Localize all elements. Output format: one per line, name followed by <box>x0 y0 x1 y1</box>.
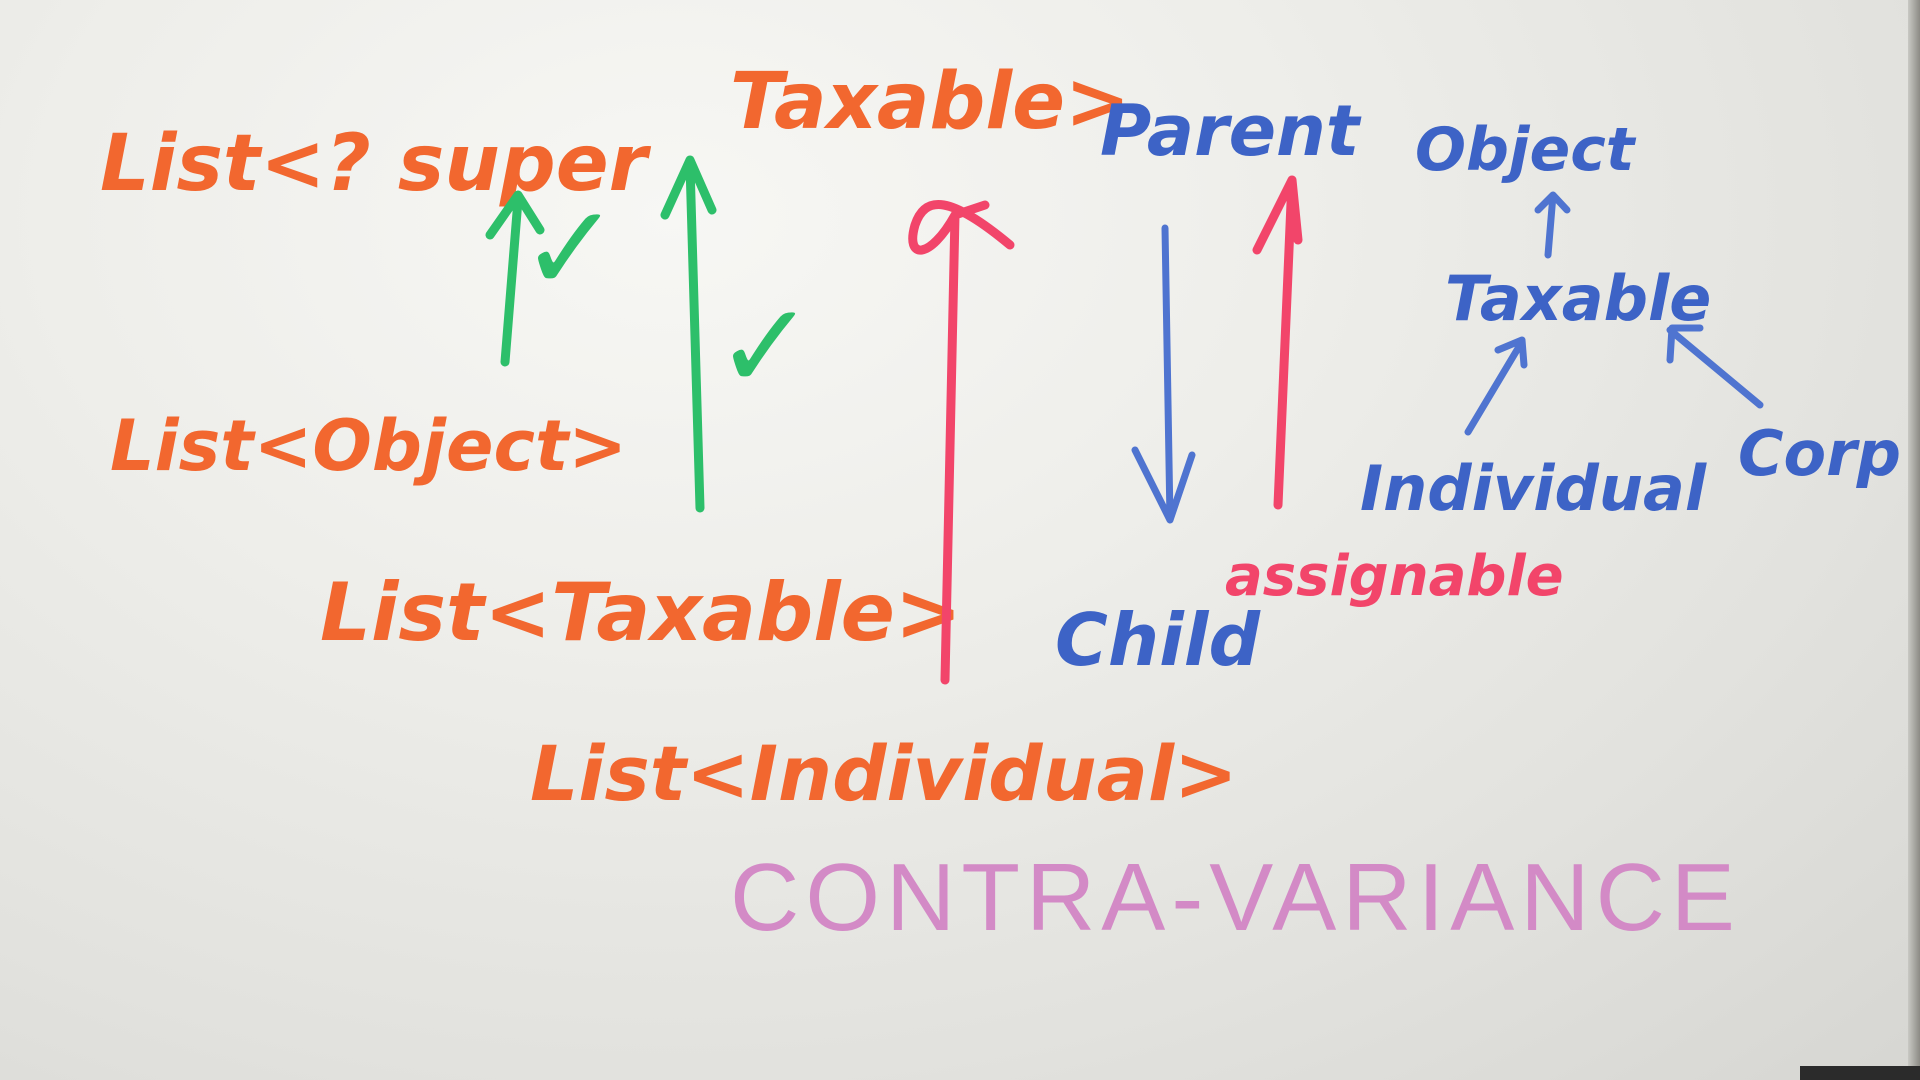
green-check-mark-lower: ✓ <box>715 278 816 417</box>
individual-to-taxable-arrow <box>1464 336 1528 436</box>
hierarchy-corp-label: Corp <box>1738 417 1901 490</box>
object-line: List<Object> <box>110 405 627 487</box>
whiteboard-frame-edge <box>1908 0 1920 1080</box>
child-label: Child <box>1055 598 1261 682</box>
individual-line: List<Individual> <box>530 729 1238 818</box>
assignable-label: assignable <box>1225 544 1564 609</box>
contra-variance-heading: CONTRA-VARIANCE <box>730 844 1741 951</box>
hierarchy-object-label: Object <box>1415 115 1637 185</box>
red-up-arrow-individual <box>908 200 1015 685</box>
marker-tray-corner <box>1800 1066 1920 1080</box>
blue-down-arrow-parent-to-child <box>1131 224 1196 524</box>
taxable-line: List<Taxable> <box>320 566 962 659</box>
corp-to-taxable-arrow <box>1666 324 1764 409</box>
super-line-b: Taxable> <box>730 57 1130 147</box>
red-up-arrow-child-to-parent <box>1252 175 1303 510</box>
taxable-to-object-arrow <box>1534 191 1571 259</box>
green-check-mark-upper: ✓ <box>520 180 621 319</box>
green-up-arrow-object <box>485 190 545 367</box>
hierarchy-individual-label: Individual <box>1360 452 1707 525</box>
hierarchy-taxable-label: Taxable <box>1445 262 1711 335</box>
parent-label: Parent <box>1100 90 1362 172</box>
green-up-arrow-taxable <box>660 155 717 513</box>
super-line-a: List<? super <box>100 119 652 209</box>
